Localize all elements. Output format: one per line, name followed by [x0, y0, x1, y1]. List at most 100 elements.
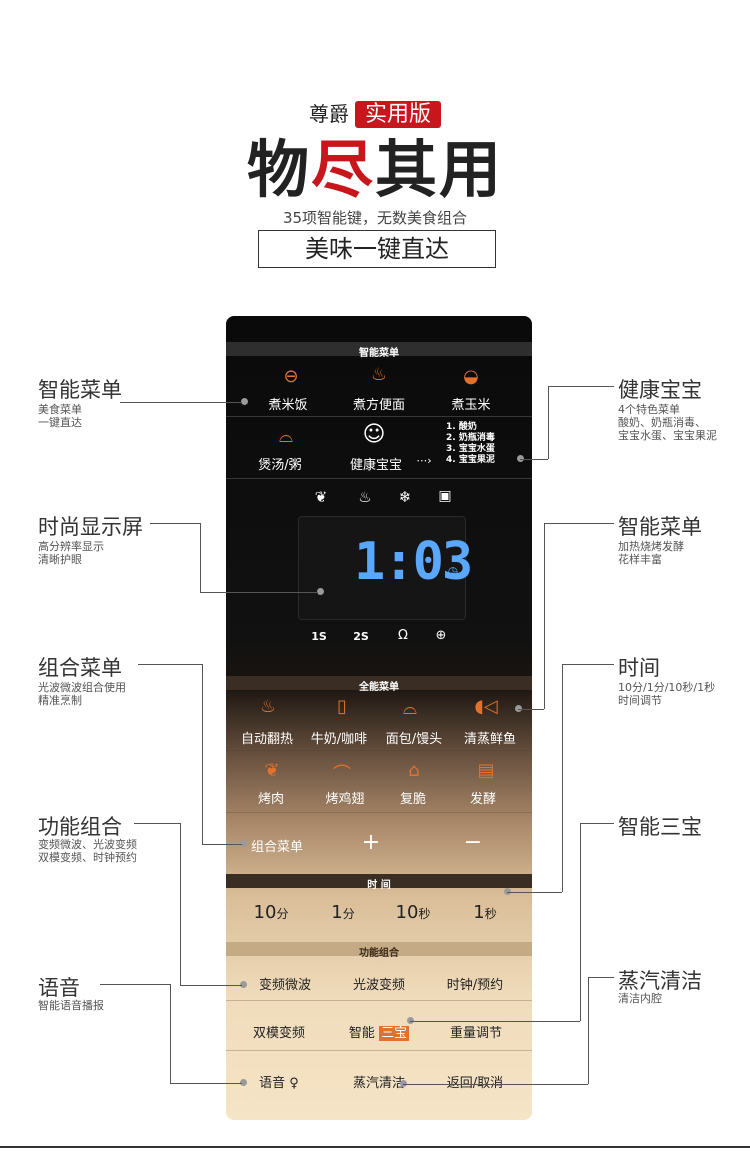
callout-desc: 光波微波组合使用精准烹制	[38, 681, 126, 707]
callout-line	[548, 386, 614, 387]
baby-item: 4. 宝宝果泥	[446, 455, 495, 465]
headline: 物尽其用	[0, 132, 750, 208]
callout-desc: 智能语音播报	[38, 999, 104, 1012]
key-back-cancel[interactable]: 返回/取消	[446, 1076, 504, 1091]
callout-line	[580, 823, 614, 824]
callout-title-healthy-baby: 健康宝宝	[618, 378, 702, 402]
desc-line: 4个特色菜单	[618, 403, 680, 416]
callout-line	[588, 977, 614, 978]
baby-item: 3. 宝宝水蛋	[446, 444, 495, 454]
key-steamed-fish[interactable]: 清蒸鲜鱼	[463, 732, 516, 747]
key-healthy-baby[interactable]: 健康宝宝	[349, 458, 402, 473]
key-auto-reheat[interactable]: 自动翻热	[240, 732, 293, 747]
key-soup-porridge[interactable]: 煲汤/粥	[258, 458, 302, 473]
key-10-sec[interactable]: 10秒	[380, 902, 446, 923]
section-bar	[226, 342, 532, 356]
headline-highlight: 尽	[310, 133, 375, 206]
key-milk-coffee[interactable]: 牛奶/咖啡	[310, 732, 368, 747]
time-readout: 1:03	[354, 532, 473, 592]
desc-line: 高分辨率显示	[38, 540, 104, 553]
key-voice[interactable]: 语音 ♀	[259, 1076, 299, 1091]
indicator-1s: 1S	[311, 630, 327, 643]
subtitle: 35项智能键，无数美食组合	[282, 209, 468, 227]
lcd-display: 1:03 ◷	[298, 516, 473, 620]
crisp-icon: ⌂	[408, 760, 420, 781]
callout-title-time: 时间	[618, 656, 660, 680]
baby-arrow: ⋯›	[416, 454, 432, 467]
desc-line: 酸奶、奶瓶消毒、	[618, 416, 706, 429]
desc-line: 一键直达	[38, 416, 82, 429]
key-dual-mode-inverter[interactable]: 双模变频	[252, 1026, 305, 1041]
callout-desc: 4个特色菜单酸奶、奶瓶消毒、宝宝水蛋、宝宝果泥	[618, 403, 717, 442]
callout-dot	[240, 981, 247, 988]
callout-line	[100, 984, 170, 985]
snowflake-icon: ❄	[398, 488, 412, 506]
callout-line	[150, 523, 200, 524]
meat-icon: ❦	[264, 760, 280, 781]
callout-dot	[504, 888, 511, 895]
callout-line	[580, 823, 581, 1021]
key-smart-three-treasures[interactable]: 智能 三宝	[336, 1022, 422, 1041]
callout-line	[180, 823, 181, 985]
ferment-icon: ▤	[477, 760, 495, 781]
key-1-sec[interactable]: 1秒	[452, 902, 518, 923]
callout-title-function-combo: 功能组合	[38, 815, 122, 839]
key-10-min[interactable]: 10分	[238, 902, 304, 923]
key-1-min[interactable]: 1分	[310, 902, 376, 923]
key-combo-menu[interactable]: 组合菜单	[250, 840, 303, 855]
callout-line	[202, 844, 242, 845]
callout-desc: 加热烧烤发酵花样丰富	[618, 540, 684, 566]
divider	[226, 750, 532, 751]
divider	[226, 416, 532, 417]
key-recrisp[interactable]: 复脆	[399, 792, 426, 807]
indicator-mic: Ω	[398, 628, 408, 643]
desc-line: 光波微波组合使用	[38, 681, 126, 694]
key-minus[interactable]: −	[463, 830, 483, 855]
callout-line	[180, 985, 242, 986]
callout-line	[202, 664, 203, 844]
key-instant-noodles[interactable]: 煮方便面	[352, 398, 405, 413]
clock-icon: ◷	[447, 564, 459, 578]
brand-name: 尊爵	[308, 102, 349, 126]
key-text: 智能	[348, 1026, 375, 1041]
wing-icon: ⌒	[333, 764, 351, 785]
key-cook-rice[interactable]: 煮米饭	[268, 398, 308, 413]
bottom-rule	[0, 1146, 750, 1148]
time-key-unit: 分	[276, 907, 289, 921]
callout-dot	[515, 705, 522, 712]
key-steam-clean[interactable]: 蒸汽清洁	[352, 1076, 405, 1091]
callout-desc: 高分辨率显示清晰护眼	[38, 540, 104, 566]
key-inverter-microwave[interactable]: 变频微波	[258, 978, 311, 993]
key-clock-preset[interactable]: 时钟/预约	[446, 978, 504, 993]
callout-desc: 10分/1分/10秒/1秒时间调节	[618, 681, 715, 707]
pot-icon: ⊖	[283, 366, 299, 387]
callout-title-smart-three-treasures: 智能三宝	[618, 815, 702, 839]
section-bar	[226, 676, 532, 690]
callout-line	[410, 1021, 580, 1022]
key-weight-adjust[interactable]: 重量调节	[449, 1026, 502, 1041]
steam-icon: ♨	[358, 488, 372, 506]
key-corn[interactable]: 煮玉米	[451, 398, 491, 413]
callout-line	[507, 892, 562, 893]
time-key-unit: 分	[342, 907, 355, 921]
key-bread-bun[interactable]: 面包/馒头	[385, 732, 443, 747]
desc-line: 加热烧烤发酵	[618, 540, 684, 553]
callout-dot	[240, 1079, 247, 1086]
callout-line	[120, 402, 242, 403]
fish-icon: ◖◁	[474, 696, 498, 717]
callout-title-display: 时尚显示屏	[38, 515, 143, 539]
key-roast-wings[interactable]: 烤鸡翅	[325, 792, 365, 807]
bread-icon: ⌓	[402, 698, 418, 719]
callout-desc: 清洁内腔	[618, 992, 662, 1005]
time-key-number: 10	[395, 902, 419, 923]
key-ferment[interactable]: 发酵	[469, 792, 496, 807]
callout-title-steam-clean: 蒸汽清洁	[618, 969, 702, 993]
leaf-icon: ❦	[314, 488, 328, 506]
brand-line: 尊爵实用版	[0, 96, 750, 128]
time-key-number: 1	[473, 902, 485, 923]
key-light-wave-inverter[interactable]: 光波变频	[352, 978, 405, 993]
key-roast-meat[interactable]: 烤肉	[257, 792, 284, 807]
desc-line: 双模变频、时钟预约	[38, 851, 137, 864]
cup-icon: ♨	[259, 696, 277, 717]
key-plus[interactable]: +	[361, 830, 381, 855]
